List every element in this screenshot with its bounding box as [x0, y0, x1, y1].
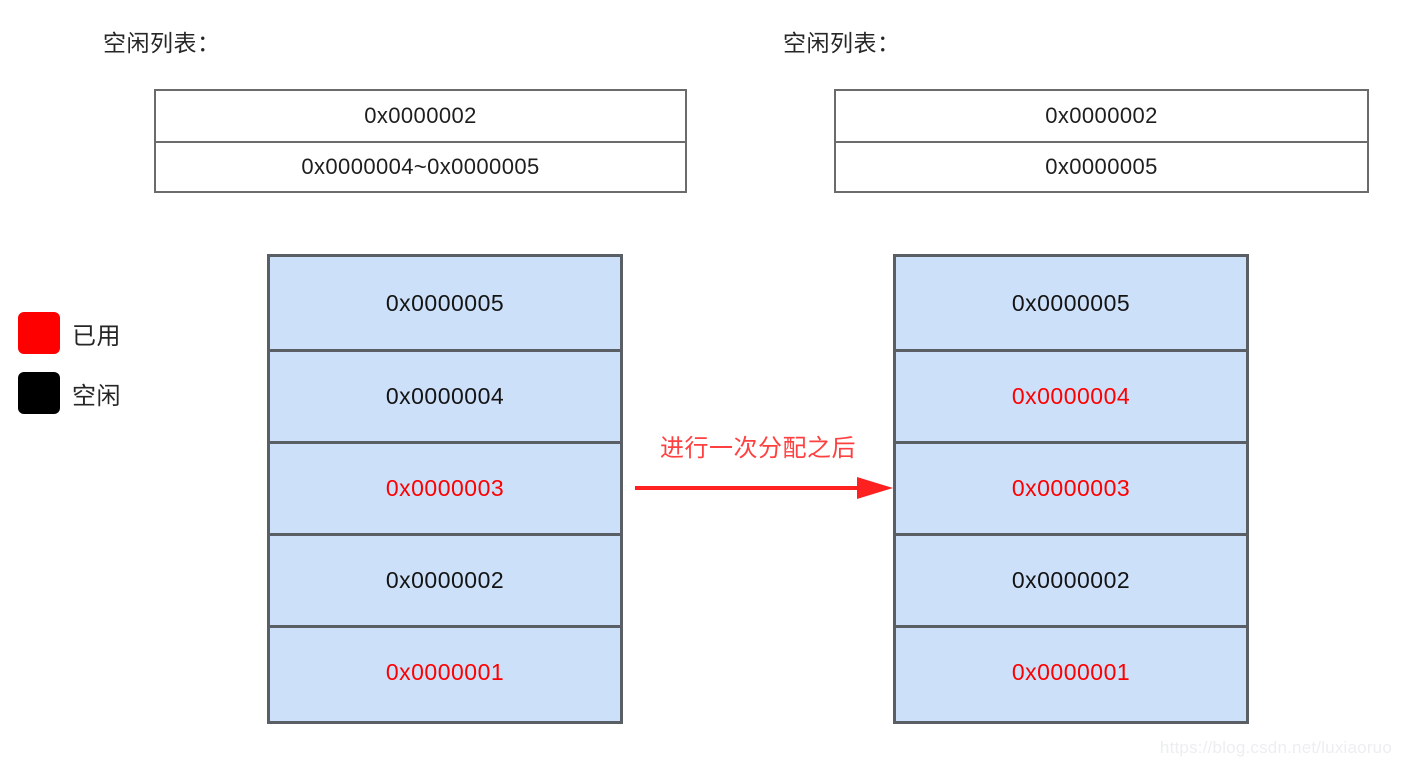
- memory-cell: 0x0000003: [270, 441, 620, 533]
- memory-stack-right: 0x0000005 0x0000004 0x0000003 0x0000002 …: [893, 254, 1249, 724]
- memory-cell: 0x0000005: [896, 257, 1246, 349]
- freelist-title-left: 空闲列表：: [103, 30, 221, 56]
- legend: 已用 空闲: [18, 303, 121, 423]
- legend-item-used: 已用: [18, 303, 121, 363]
- freelist-table-right: 0x0000002 0x0000005: [834, 89, 1369, 193]
- filled-square-icon: [18, 312, 60, 354]
- legend-label-free: 空闲: [72, 382, 121, 410]
- transition-label: 进行一次分配之后: [660, 435, 856, 462]
- filled-square-icon: [18, 372, 60, 414]
- freelist-row: 0x0000002: [1045, 103, 1158, 128]
- freelist-row: 0x0000002: [364, 103, 477, 128]
- memory-cell: 0x0000003: [896, 441, 1246, 533]
- right-arrow-icon: [635, 477, 893, 499]
- memory-cell: 0x0000002: [896, 533, 1246, 625]
- memory-cell: 0x0000004: [896, 349, 1246, 441]
- freelist-row: 0x0000004~0x0000005: [156, 141, 685, 191]
- legend-item-free: 空闲: [18, 363, 121, 423]
- transition-group: 进行一次分配之后: [630, 428, 895, 508]
- memory-cell: 0x0000001: [896, 625, 1246, 717]
- freelist-title-right: 空闲列表：: [783, 30, 901, 56]
- memory-stack-left: 0x0000005 0x0000004 0x0000003 0x0000002 …: [267, 254, 623, 724]
- memory-cell: 0x0000004: [270, 349, 620, 441]
- freelist-row: 0x0000005: [836, 141, 1367, 191]
- memory-cell: 0x0000001: [270, 625, 620, 717]
- watermark: https://blog.csdn.net/luxiaoruo: [1159, 738, 1392, 757]
- memory-cell: 0x0000005: [270, 257, 620, 349]
- legend-label-used: 已用: [72, 322, 121, 350]
- freelist-table-left: 0x0000002 0x0000004~0x0000005: [154, 89, 687, 193]
- memory-cell: 0x0000002: [270, 533, 620, 625]
